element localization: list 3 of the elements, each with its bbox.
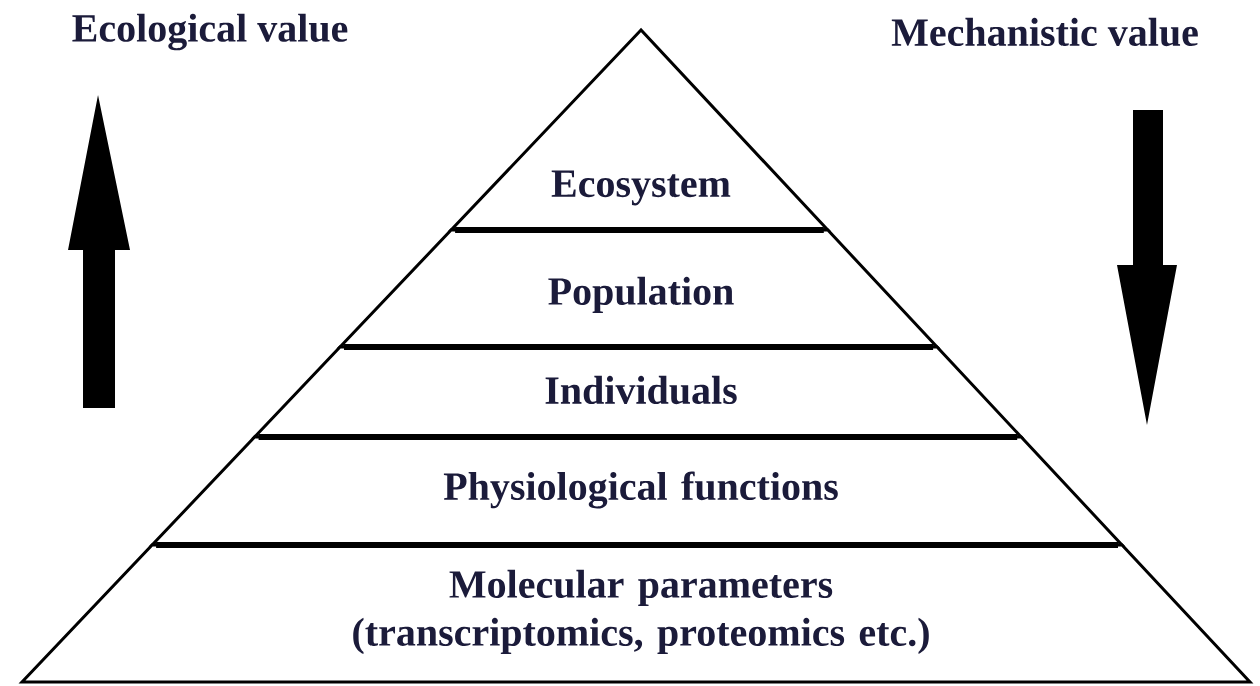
heading-label: Mechanistic value — [891, 17, 1198, 47]
heading-label: Ecological value — [72, 13, 348, 51]
node-label: Molecular parameters (transcriptomics, proteomics etc.) — [353, 569, 929, 655]
